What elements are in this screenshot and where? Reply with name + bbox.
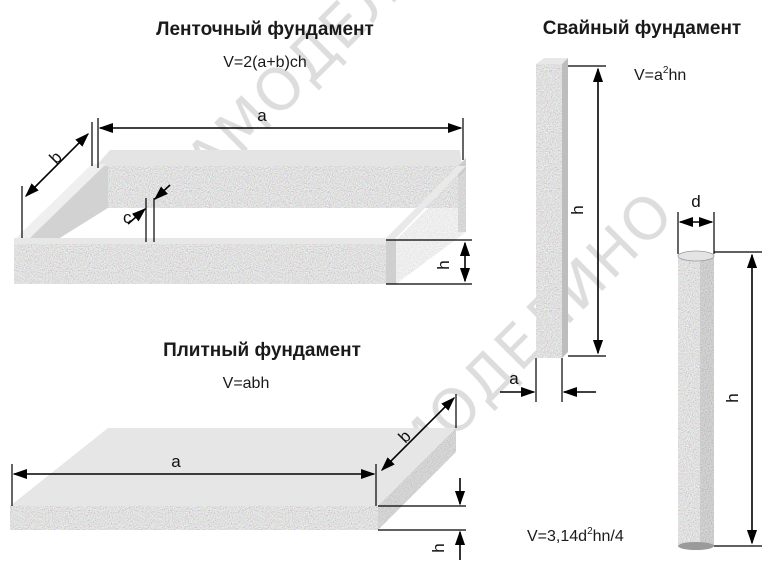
round-pile-top [677,250,715,262]
strip-dim-b [24,132,90,198]
square-pile-front [536,64,562,358]
slab-front-face [10,506,378,530]
slab-label-a: a [171,452,181,471]
slab-formula: V=abh [223,375,270,392]
strip-label-h: h [434,260,453,269]
slab-label-h: h [429,543,448,552]
square-pile-side [562,58,568,358]
round-pile-label-h: h [723,393,742,402]
strip-back-top [96,150,462,166]
pile-title: Свайный фундамент [543,18,742,39]
square-pile-label-a: a [509,369,519,388]
pile-foundation: Свайный фундамент V=a2hn h a d h V=3,1 [500,18,762,550]
strip-label-b: b [46,148,66,168]
strip-label-c: c [123,208,132,227]
strip-back-face [108,166,458,208]
slab-title: Плитный фундамент [163,340,361,361]
strip-opening [60,208,420,238]
slab-dim-b [380,396,456,472]
round-pile-formula: V=3,14d2hn/4 [527,526,624,545]
round-pile-label-d: d [691,192,700,211]
strip-dim-c-arrow2 [127,208,147,225]
strip-label-a: a [257,106,267,125]
round-pile-body [678,256,714,546]
strip-title: Ленточный фундамент [156,19,374,40]
strip-dim-c-arrow [153,184,171,200]
slab-foundation: Плитный фундамент V=abh a b h [10,340,466,560]
strip-foundation: Ленточный фундамент V=2(a+b)ch a b [14,19,472,285]
square-pile-label-h: h [568,205,587,214]
square-pile-formula: V=a2hn [634,65,686,84]
slab-top-face [10,428,456,506]
strip-front-face [14,244,386,284]
strip-formula: V=2(a+b)ch [223,54,307,71]
